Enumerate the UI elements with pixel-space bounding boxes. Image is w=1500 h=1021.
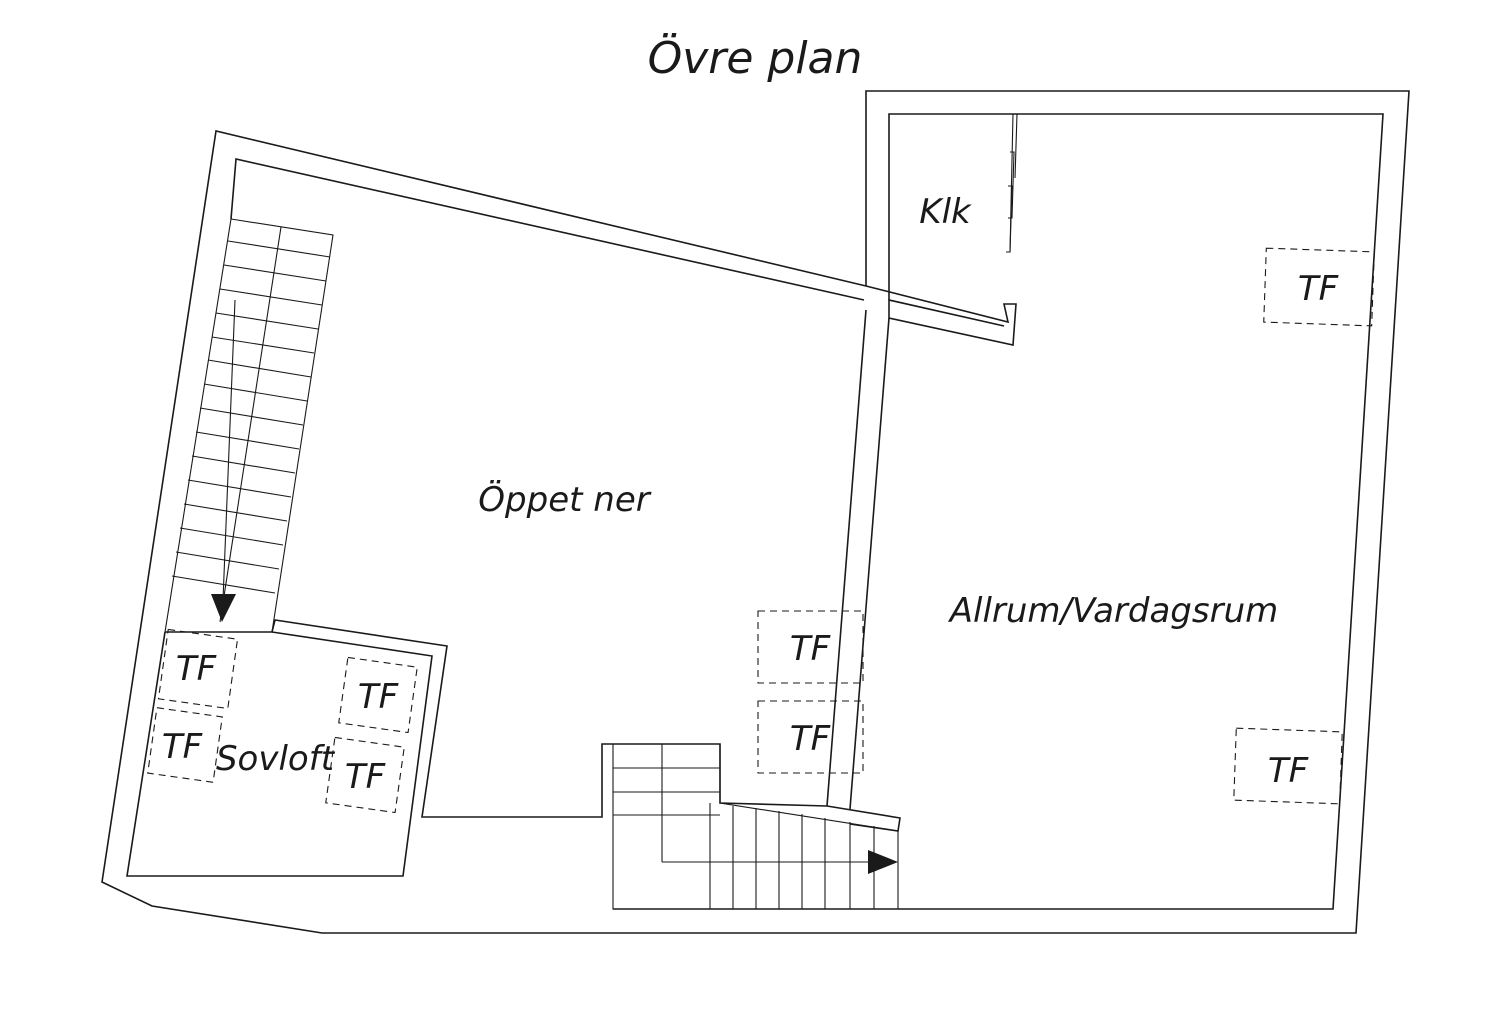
- room-label-allrum: Allrum/Vardagsrum: [948, 591, 1279, 631]
- tf-label: TF: [790, 629, 831, 669]
- room-labels: Klk Öppet ner Allrum/Vardagsrum Sovloft: [216, 192, 1278, 779]
- tf-label: TF: [1268, 751, 1309, 791]
- partition-wall-a: [826, 309, 867, 807]
- tf-box: [157, 628, 239, 710]
- plan-title: Övre plan: [648, 32, 863, 84]
- tf-box: [338, 656, 418, 734]
- tf-box: [757, 700, 864, 774]
- partition-wall-b: [849, 317, 890, 810]
- kitchen-counter-2: [1014, 113, 1018, 179]
- stair-left-outline: [164, 218, 334, 633]
- room-label-sovloft: Sovloft: [216, 739, 336, 779]
- stair-bottom-outline: [612, 744, 899, 910]
- sovloft-wall: [165, 619, 901, 832]
- tf-box: [147, 707, 223, 783]
- tf-label: TF: [790, 719, 831, 759]
- tf-label: TF: [345, 757, 386, 797]
- kitchen-counter-3: [1008, 151, 1015, 219]
- tf-label: TF: [162, 727, 203, 767]
- room-label-klk: Klk: [919, 192, 972, 232]
- inner-wall-right: [613, 113, 1384, 910]
- tf-box: [757, 610, 864, 684]
- outer-wall: [101, 90, 1410, 934]
- walls: [101, 90, 1410, 934]
- stair-left-run: [222, 299, 236, 601]
- tf-label: TF: [1298, 269, 1339, 309]
- left-staircase: [164, 218, 334, 633]
- stair-left-treads: [171, 240, 331, 594]
- sovloft-inner-wall: [126, 631, 433, 877]
- bottom-staircase: [612, 744, 899, 910]
- kitchen-wall: [865, 285, 1017, 346]
- tf-markers: TF TF TF TF TF TF TF TF: [147, 247, 1375, 814]
- stair-bottom-arrow: [868, 850, 898, 874]
- stair-left-arrow: [211, 594, 236, 622]
- tf-box: [325, 736, 405, 814]
- tf-label: TF: [358, 677, 399, 717]
- tf-box: [1233, 727, 1343, 805]
- tf-box: [1263, 247, 1375, 327]
- stair-left-center: [219, 226, 282, 623]
- inner-wall-left: [230, 158, 865, 301]
- room-label-oppet-ner: Öppet ner: [478, 479, 651, 520]
- tf-label: TF: [176, 649, 217, 689]
- kitchen-counter-4: [1006, 185, 1013, 253]
